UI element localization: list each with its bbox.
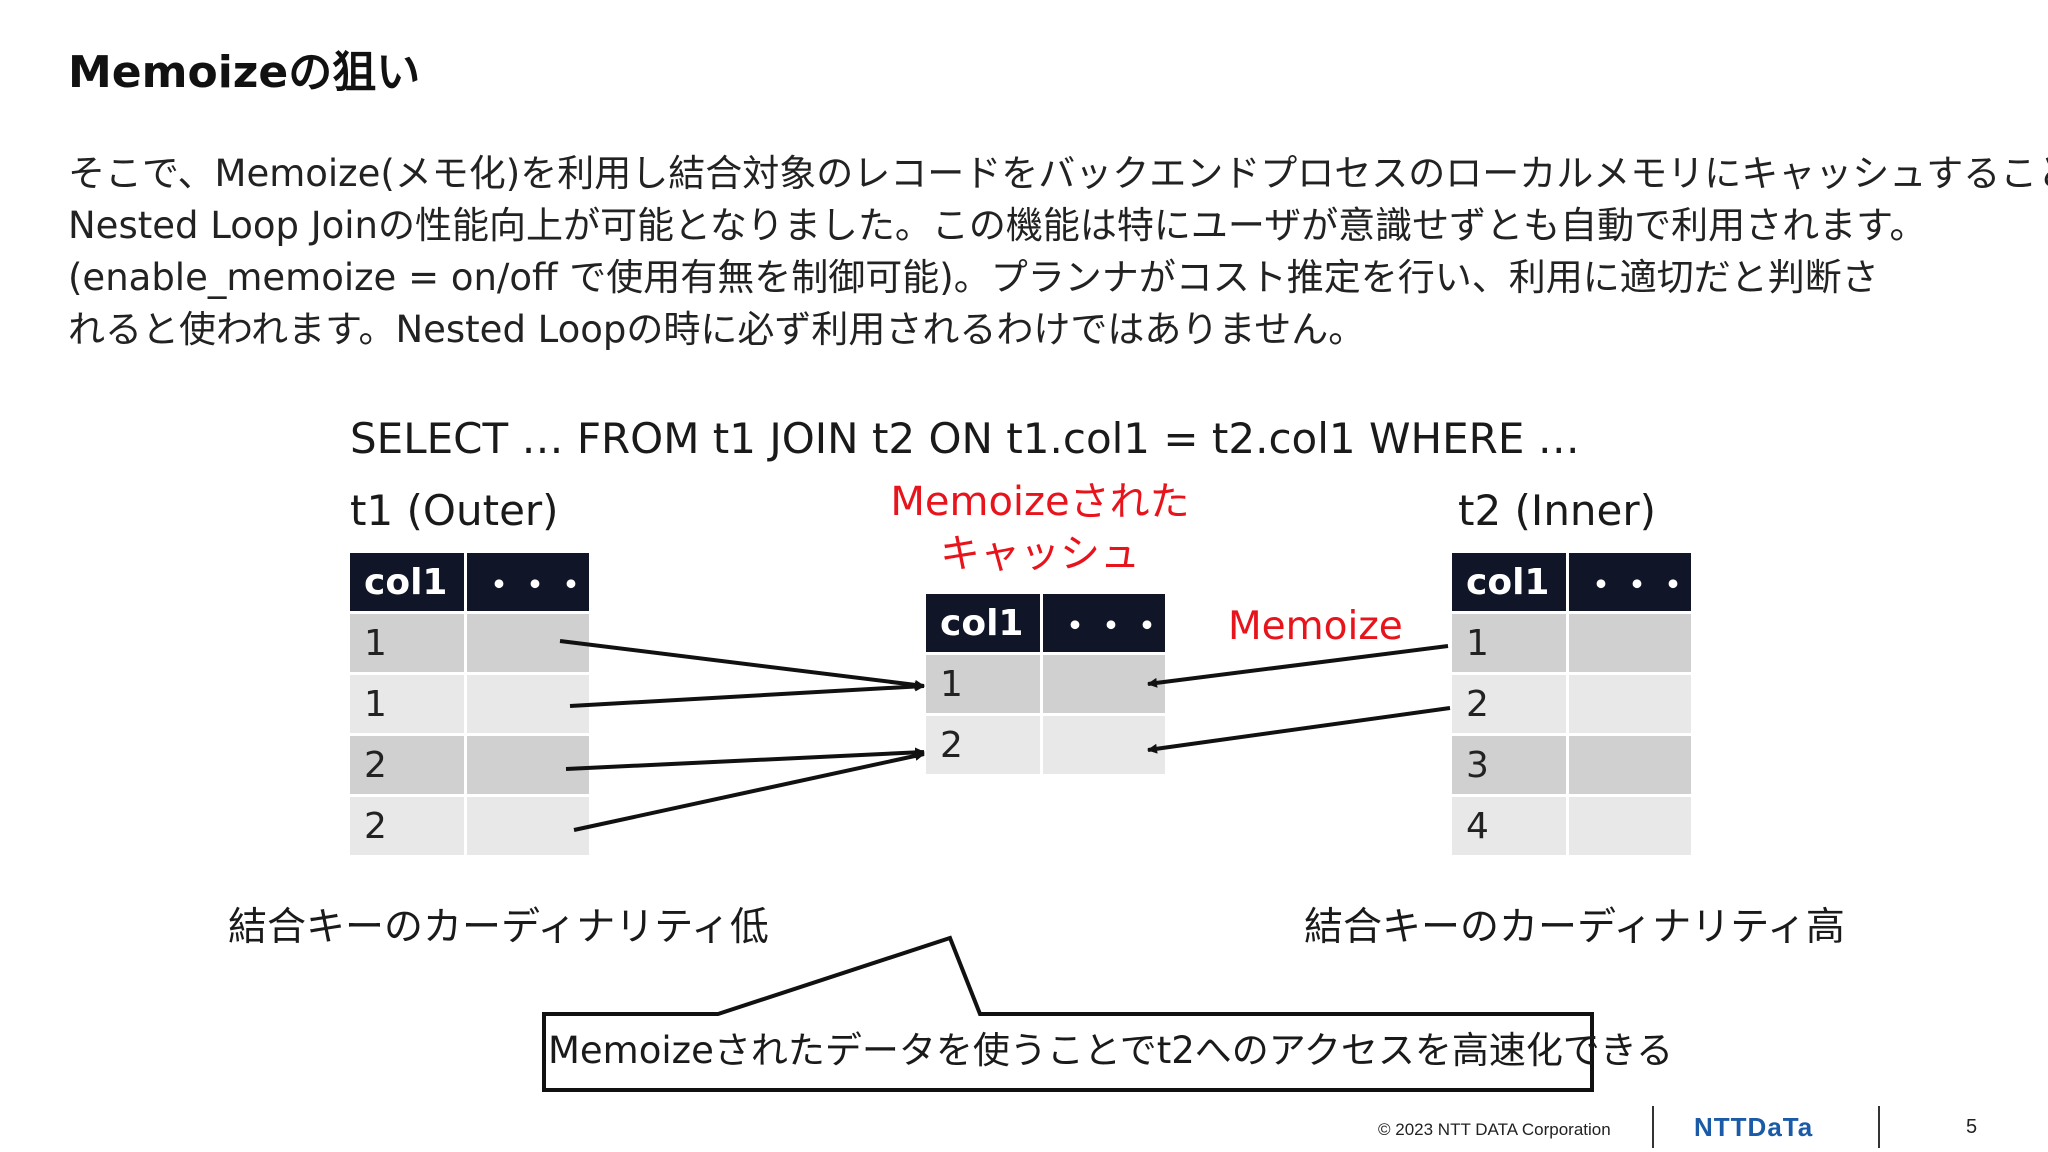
table-row: 1 — [350, 614, 593, 675]
table-row: 4 — [1452, 797, 1695, 858]
cache-table: col1 ・・・ 1 2 — [926, 594, 1169, 777]
sql-statement: SELECT … FROM t1 JOIN t2 ON t1.col1 = t2… — [350, 414, 1580, 463]
table-cell: 3 — [1452, 736, 1569, 797]
cache-label-line2: キャッシュ — [940, 531, 1140, 577]
cache-label-line1: Memoizeされた — [890, 479, 1190, 525]
table-row: 2 — [350, 736, 593, 797]
column-header-col1: col1 — [926, 594, 1043, 655]
column-header-more: ・・・ — [1569, 553, 1695, 614]
ntt-data-logo: NTTDaTa — [1694, 1112, 1814, 1142]
inner-table: col1 ・・・ 1 2 3 4 — [1452, 553, 1695, 858]
table-cell: 2 — [350, 797, 467, 858]
table-cell — [467, 614, 593, 675]
callout-box — [542, 935, 1594, 1092]
arrow-outer-row1-to-cache — [559, 639, 925, 690]
paragraph-line: れると使われます。Nested Loopの時に必ず利用されるわけではありません。 — [68, 308, 1366, 351]
table-row: 2 — [350, 797, 593, 858]
table-cell: 2 — [350, 736, 467, 797]
table-row: 2 — [1452, 675, 1695, 736]
inner-table-label: t2 (Inner) — [1458, 486, 1657, 535]
arrow-outer-row2-to-cache — [569, 681, 925, 708]
paragraph-line: そこで、Memoize(メモ化)を利用し結合対象のレコードをバックエンドプロセス… — [68, 152, 2048, 195]
outer-cardinality-label: 結合キーのカーディナリティ低 — [228, 905, 769, 950]
table-cell — [1569, 675, 1695, 736]
paragraph-line: Nested Loop Joinの性能向上が可能となりました。この機能は特にユー… — [68, 204, 1927, 247]
table-row: 1 — [1452, 614, 1695, 675]
description-paragraph: そこで、Memoize(メモ化)を利用し結合対象のレコードをバックエンドプロセス… — [68, 148, 2048, 356]
cache-label: Memoizeされた キャッシュ — [880, 476, 1200, 580]
arrow-outer-row4-to-cache — [573, 751, 925, 832]
arrow-inner-row1-to-cache — [1147, 644, 1449, 688]
column-header-col1: col1 — [1452, 553, 1569, 614]
column-header-col1: col1 — [350, 553, 467, 614]
footer-divider — [1878, 1106, 1880, 1148]
table-cell: 1 — [350, 614, 467, 675]
memoize-arrow-label: Memoize — [1228, 604, 1403, 649]
footer-divider — [1652, 1106, 1654, 1148]
table-row: 3 — [1452, 736, 1695, 797]
table-cell: 2 — [926, 716, 1043, 777]
table-cell: 2 — [1452, 675, 1569, 736]
arrow-inner-row2-to-cache — [1147, 706, 1451, 754]
inner-cardinality-label: 結合キーのカーディナリティ高 — [1304, 905, 1845, 950]
outer-table: col1 ・・・ 1 1 2 2 — [350, 553, 593, 858]
table-cell — [1569, 797, 1695, 858]
outer-table-label: t1 (Outer) — [350, 486, 559, 535]
table-cell — [1569, 614, 1695, 675]
column-header-more: ・・・ — [467, 553, 593, 614]
table-cell: 1 — [350, 675, 467, 736]
page-number: 5 — [1966, 1116, 1978, 1138]
table-cell: 1 — [1452, 614, 1569, 675]
table-cell: 4 — [1452, 797, 1569, 858]
column-header-more: ・・・ — [1043, 594, 1169, 655]
copyright-text: © 2023 NTT DATA Corporation — [1378, 1120, 1611, 1139]
table-cell — [1569, 736, 1695, 797]
arrow-outer-row3-to-cache — [565, 747, 925, 771]
slide-title: Memoizeの狙い — [68, 47, 421, 98]
paragraph-line: (enable_memoize = on/off で使用有無を制御可能)。プラン… — [68, 256, 1879, 299]
table-row: 1 — [926, 655, 1169, 716]
table-cell — [467, 736, 593, 797]
callout-text: Memoizeされたデータを使うことでt2へのアクセスを高速化できる — [548, 1029, 1674, 1072]
table-cell — [467, 797, 593, 858]
table-cell: 1 — [926, 655, 1043, 716]
